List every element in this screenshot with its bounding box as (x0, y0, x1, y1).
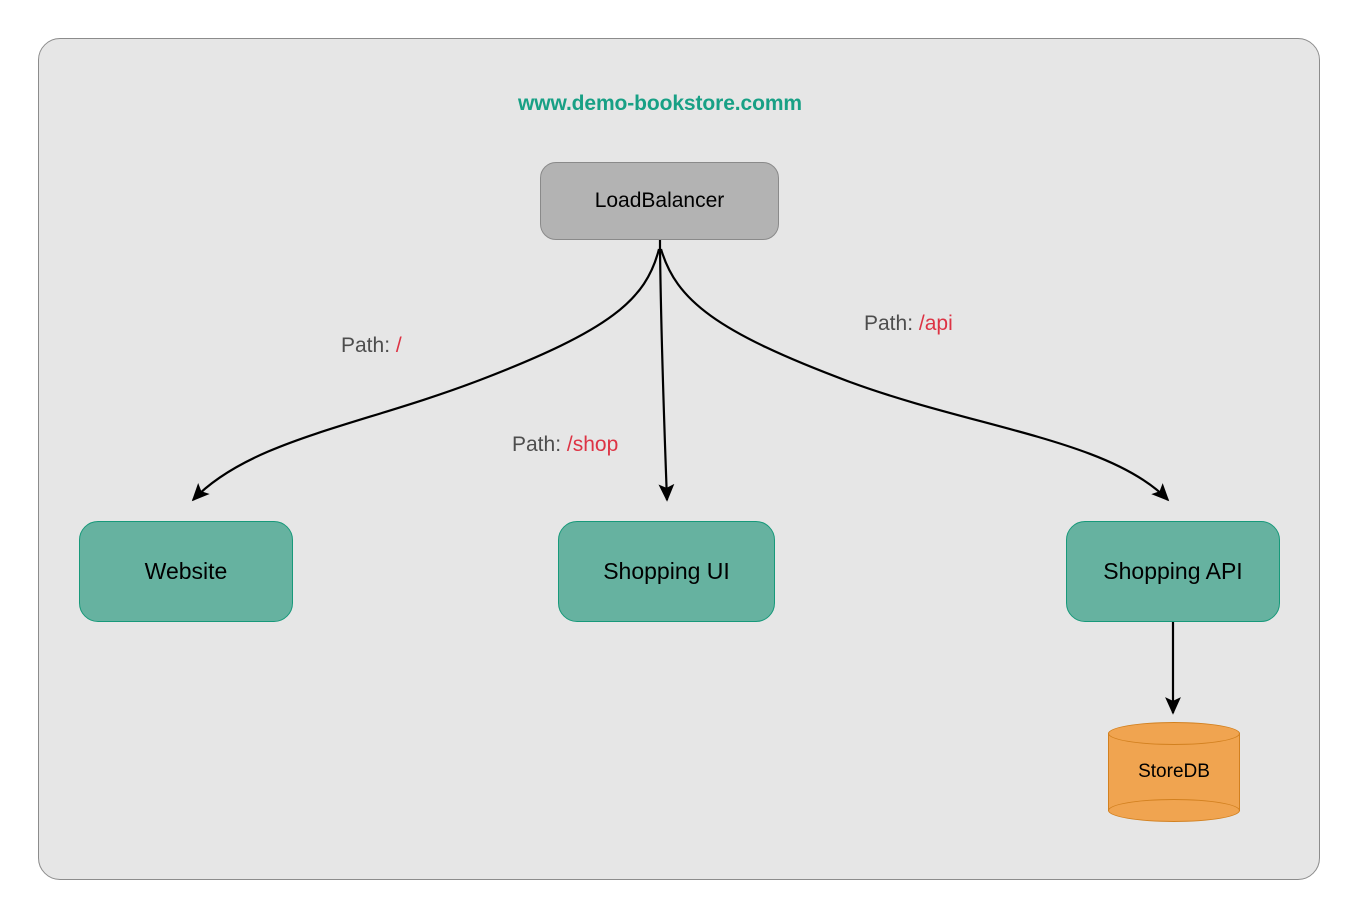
database-cylinder-bottom (1108, 799, 1240, 822)
edge-label-root: Path: / (341, 334, 402, 358)
edge-label-shop-prefix: Path: (512, 433, 567, 456)
node-shopping-ui-label: Shopping UI (603, 558, 730, 584)
database-cylinder-top (1108, 722, 1240, 745)
node-store-db-label: StoreDB (1138, 761, 1210, 782)
edge-label-root-value: / (395, 334, 402, 357)
node-website-label: Website (144, 558, 228, 584)
domain-title: www.demo-bookstore.comm (518, 92, 802, 115)
edge-label-root-prefix: Path: (341, 334, 396, 357)
edge-label-shop: Path: /shop (512, 433, 618, 457)
node-shopping-api[interactable]: Shopping API (1066, 521, 1280, 622)
node-shopping-api-label: Shopping API (1103, 558, 1243, 584)
edge-label-api-value: /api (918, 312, 953, 335)
node-store-db[interactable]: StoreDB (1108, 722, 1240, 822)
edge-label-shop-value: /shop (566, 433, 619, 456)
edge-label-api-prefix: Path: (864, 312, 919, 335)
database-cylinder-body (1108, 733, 1240, 811)
edge-label-api: Path: /api (864, 312, 953, 336)
node-shopping-ui[interactable]: Shopping UI (558, 521, 775, 622)
node-load-balancer-label: LoadBalancer (594, 189, 725, 212)
node-website[interactable]: Website (79, 521, 293, 622)
node-load-balancer[interactable]: LoadBalancer (540, 162, 779, 240)
